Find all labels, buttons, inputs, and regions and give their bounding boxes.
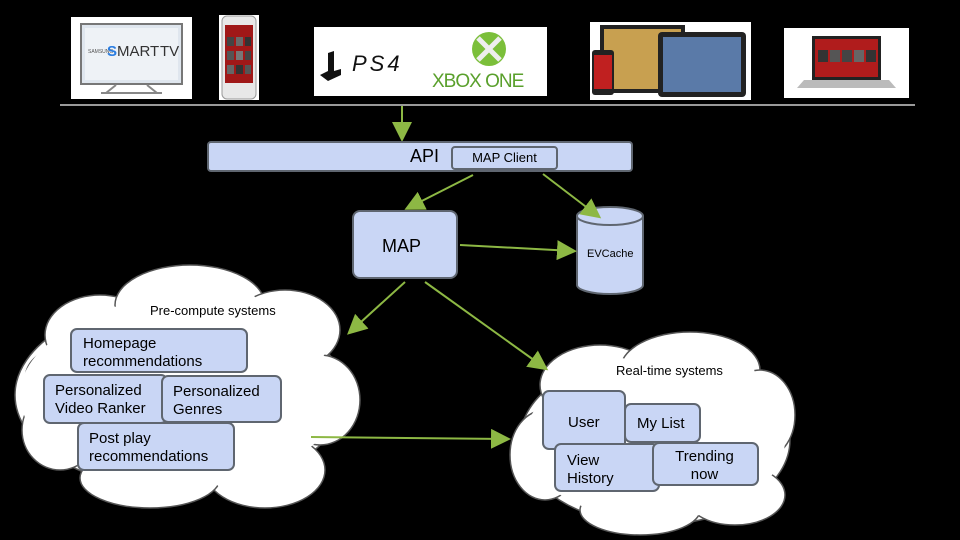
ps4-logo: PS4 (352, 51, 403, 76)
tablets-device (590, 22, 751, 100)
consoles-icon (320, 32, 506, 81)
homepage-recommendations-box: Homepage recommendations (70, 328, 248, 373)
smart-tv-device: SAMSUNG S MART TV (71, 17, 192, 99)
precompute-title: Pre-compute systems (150, 303, 276, 318)
realtime-title: Real-time systems (616, 363, 723, 378)
api-label: API (410, 146, 440, 166)
tablets-icon (592, 25, 746, 97)
personalized-genres-box: Personalized Genres (161, 375, 282, 423)
smartphone-device (219, 15, 259, 100)
smart-tv-tv: TV (160, 43, 180, 60)
smartphone-icon (221, 15, 257, 100)
post-play-recommendations-box: Post play recommendations (77, 422, 235, 471)
map-client-box: MAP Client (451, 146, 558, 170)
arrow-precompute-to-realtime (310, 428, 511, 449)
xbox-one-logo: XBOX ONE (432, 71, 524, 92)
smart-tv-icon (80, 23, 183, 94)
smart-tv-s: S (107, 43, 118, 60)
evcache-cylinder (576, 206, 644, 295)
smart-tv-brand: SAMSUNG (88, 49, 114, 55)
api-bar (207, 141, 633, 172)
arrow-map-to-realtime (424, 281, 549, 371)
view-history-box: View History (554, 443, 660, 492)
map-box: MAP (352, 210, 458, 279)
arrow-map-to-evcache (459, 240, 577, 261)
laptop-icon (797, 36, 896, 88)
arrow-mapclient-to-map (404, 174, 474, 210)
trending-now-box: Trending now (652, 442, 759, 486)
smart-tv-mart: MART (117, 43, 160, 60)
my-list-box: My List (624, 403, 701, 443)
evcache-label: EVCache (587, 248, 634, 260)
arrow-map-to-precompute (347, 281, 406, 335)
personalized-video-ranker-box: Personalized Video Ranker (43, 374, 168, 424)
laptop-device (784, 28, 909, 98)
arrow-mapclient-to-evcache (542, 173, 602, 219)
user-box: User (542, 390, 626, 450)
consoles-device: PS4 XBOX ONE (314, 27, 547, 96)
